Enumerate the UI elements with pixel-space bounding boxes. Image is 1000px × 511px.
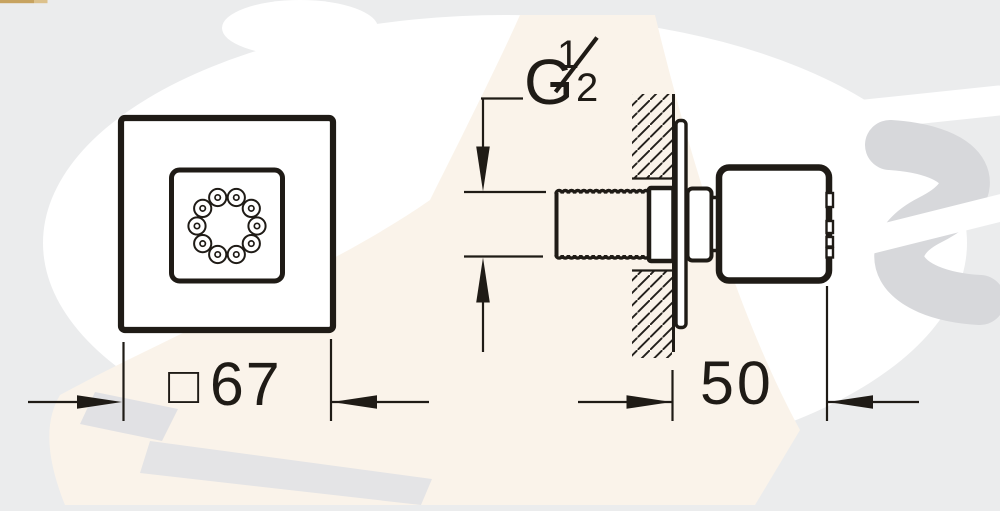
square-symbol: □ (168, 357, 200, 415)
fraction-slash (553, 36, 599, 94)
width-dimension-text: □ 67 (168, 350, 282, 418)
nozzle-ring (187, 187, 267, 265)
width-value: 67 (210, 350, 282, 418)
depth-value: 50 (700, 349, 774, 417)
jet-head-body (715, 164, 833, 284)
watermark-streak-topright (822, 85, 1000, 133)
arrow-right (626, 395, 672, 409)
nozzle-tip (825, 246, 835, 259)
spray-nozzle (247, 216, 267, 236)
thread-denominator: 2 (576, 66, 598, 110)
front-view (117, 114, 337, 334)
nozzle-tip (825, 235, 835, 248)
wall-hatch-lower (632, 271, 672, 358)
spray-nozzle (193, 234, 213, 254)
wall-hatch-upper (632, 94, 672, 179)
spray-nozzle (241, 198, 261, 218)
arrow-left (828, 395, 873, 409)
spray-nozzle (226, 244, 246, 265)
arrow-down (476, 146, 490, 192)
thread-crest-bottom (554, 254, 651, 260)
spray-nozzle (193, 198, 213, 218)
head-nozzle-tips (825, 191, 835, 259)
dimension-depth: 50 (578, 286, 919, 421)
accent-bar-dark (0, 0, 34, 4)
mount-neck (685, 186, 714, 263)
watermark-splash-top (222, 0, 378, 56)
accent-bar (0, 0, 48, 4)
watermark-wedge-bottom (140, 441, 432, 505)
spray-nozzle (208, 244, 228, 265)
nozzle-tip (825, 191, 835, 209)
nozzle-tip (825, 219, 835, 235)
arrow-up (476, 257, 490, 303)
front-spray-plate (169, 167, 285, 284)
spray-nozzle (241, 234, 261, 254)
escutcheon-plate (674, 118, 688, 330)
dimension-thread: G 1 2 (464, 33, 599, 352)
inlet-collar (646, 185, 676, 264)
threaded-inlet (554, 188, 651, 260)
watermark-cream-swath (49, 15, 801, 505)
spray-nozzle (187, 216, 207, 236)
side-view (554, 94, 835, 358)
thread-size-label: G 1 2 (524, 33, 599, 118)
spray-nozzle (208, 187, 228, 208)
arrow-right (77, 395, 122, 409)
thread-crest-top (554, 188, 651, 194)
accent-bar-light (34, 0, 48, 4)
arrow-left (332, 395, 377, 409)
spray-nozzle (226, 187, 246, 208)
dimension-front-width: □ 67 (28, 339, 429, 421)
watermark-streak-right (842, 193, 1000, 258)
